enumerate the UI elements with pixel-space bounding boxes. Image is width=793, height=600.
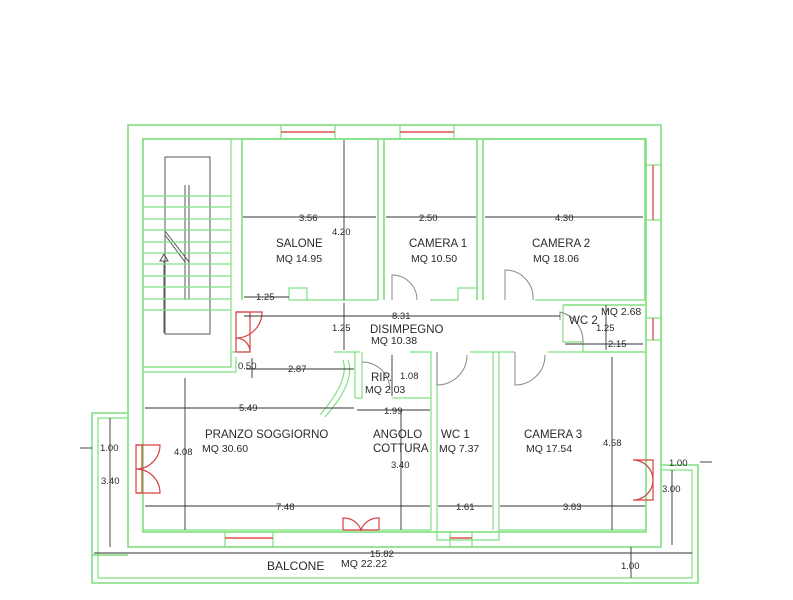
wc1-area: MQ 7.37: [439, 443, 479, 455]
dim-wc2-width: 2.15: [608, 339, 627, 350]
rip-area: MQ 2.03: [365, 384, 405, 396]
dim-pranzo-width-top: 5.49: [239, 403, 258, 414]
dim-balcone-depth: 1.00: [621, 561, 640, 572]
salone-name: SALONE: [276, 238, 323, 250]
dim-pranzo-width-bottom: 7.48: [276, 502, 295, 513]
dim-camera3-height: 4.58: [603, 438, 622, 449]
dimension-labels: 3.56 4.20 2.50 4.30 1.25 8.31 1.25 1.25 …: [100, 213, 688, 572]
dim-entrance-offset: 0.50: [238, 361, 257, 372]
disimpegno-name: DISIMPEGNO: [370, 324, 444, 336]
balcone-area: MQ 22.22: [341, 558, 387, 570]
windows: [224, 124, 662, 548]
pranzo-name: PRANZO SOGGIORNO: [205, 429, 328, 441]
balcone-name: BALCONE: [267, 559, 324, 573]
camera3-area: MQ 17.54: [526, 443, 572, 455]
camera2-area: MQ 18.06: [533, 253, 579, 265]
dim-camera1-width: 2.50: [419, 213, 438, 224]
dim-entrance-width: 2.87: [288, 364, 307, 375]
dim-right-balcony-width: 1.00: [669, 458, 688, 469]
dim-rip-width: 1.99: [384, 406, 403, 417]
wc2-area: MQ 2.68: [601, 306, 641, 318]
dim-disimpegno-width: 1.25: [332, 323, 351, 334]
camera1-name: CAMERA 1: [409, 238, 467, 250]
dim-left-balcony-width: 1.00: [100, 443, 119, 454]
doors: [135, 269, 654, 532]
dim-rip-height: 1.08: [400, 371, 419, 382]
camera2-name: CAMERA 2: [532, 238, 590, 250]
angolo-name-line2: COTTURA: [373, 443, 429, 455]
disimpegno-area: MQ 10.38: [371, 335, 417, 347]
rip-name: RIP.: [371, 372, 392, 384]
dim-salone-offset: 1.25: [256, 292, 275, 303]
dim-camera2-width: 4.30: [555, 213, 574, 224]
dim-right-balcony-height: 3.00: [662, 484, 681, 495]
angolo-name-line1: ANGOLO: [373, 429, 422, 441]
wc1-name: WC 1: [441, 429, 470, 441]
staircase: [142, 138, 232, 368]
room-walls: [143, 138, 646, 541]
dim-camera3-width: 3.83: [563, 502, 582, 513]
dim-salone-width: 3.56: [299, 213, 318, 224]
pranzo-area: MQ 30.60: [202, 443, 248, 455]
balcony-walls: [91, 412, 699, 584]
room-labels: SALONE MQ 14.95 CAMERA 1 MQ 10.50 CAMERA…: [202, 238, 641, 573]
camera3-name: CAMERA 3: [524, 429, 582, 441]
dimension-lines: [80, 140, 712, 578]
dim-angolo-height: 3.40: [391, 460, 410, 471]
dim-balcone-length: 15.82: [370, 549, 394, 560]
dim-pranzo-height: 4.08: [174, 447, 193, 458]
wc2-name: WC 2: [569, 315, 598, 327]
dim-salone-height: 4.20: [332, 227, 351, 238]
dim-disimpegno-length: 8.31: [392, 311, 411, 322]
salone-area: MQ 14.95: [276, 253, 322, 265]
camera1-area: MQ 10.50: [411, 253, 457, 265]
dim-wc2-height: 1.25: [596, 323, 615, 334]
dim-wc1-width: 1.61: [456, 502, 475, 513]
dim-left-balcony-height: 3.40: [101, 476, 120, 487]
